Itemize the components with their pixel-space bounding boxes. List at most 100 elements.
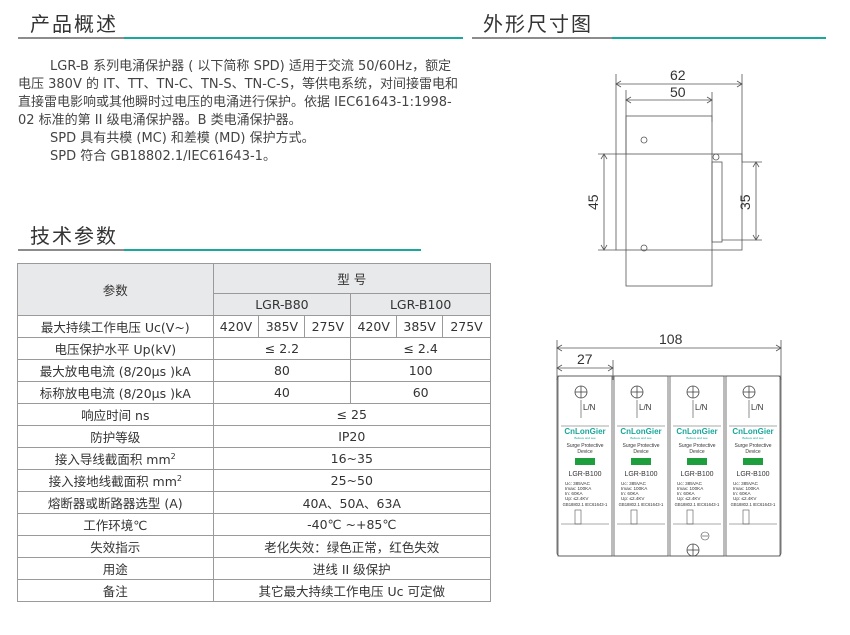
wire-label: 接入导线截面积 mm2: [17, 447, 214, 470]
in-value-a: 40: [212, 381, 352, 404]
dimension-title: 外形尺寸图: [483, 12, 593, 36]
terminal-label: L/N: [583, 403, 596, 412]
module-spec: Up: ≤2.4KV: [733, 496, 757, 501]
ground-label: 接入接地线截面积 mm2: [17, 469, 214, 492]
wire-label-sup: 2: [170, 451, 176, 461]
module-spec: In: 60KA: [677, 491, 696, 496]
fail-label: 失效指示: [17, 535, 214, 558]
product-type-line: Device: [633, 449, 649, 455]
overview-title-rule: [18, 37, 463, 39]
note-value: 其它最大持续工作电压 Uc 可定做: [212, 579, 492, 602]
table-row: 响应时间 ns ≤ 25: [17, 403, 492, 426]
model-b-header: LGR-B100: [350, 293, 491, 316]
module-spec: Imax: 100KA: [565, 486, 592, 491]
table-row: 最大持续工作电压 Uc(V~) 420V 385V 275V 420V 385V…: [17, 315, 491, 338]
up-value-a: ≤ 2.2: [212, 337, 352, 360]
rail-clip: [686, 509, 694, 525]
module-spec: Up: ≤2.4KV: [621, 496, 645, 501]
product-type-line: Surge Protective: [567, 443, 604, 449]
uc-value: 385V: [258, 315, 306, 338]
tech-title: 技术参数: [30, 224, 118, 248]
brand-tagline: Believe and see: [630, 436, 652, 440]
wire-value: 16~35: [212, 447, 492, 470]
module-model: LGR-B100: [624, 471, 657, 478]
terminal-label: L/N: [751, 403, 764, 412]
response-label: 响应时间 ns: [17, 403, 214, 426]
module-spec: Up: ≤2.4KV: [565, 496, 589, 501]
module-spec: In: 60KA: [565, 491, 584, 496]
brand-tagline: Believe and see: [686, 436, 708, 440]
up-value-b: ≤ 2.4: [350, 337, 491, 360]
ground-symbol-icon: [700, 531, 710, 541]
table-row: 最大放电电流 (8/20μs )kA 80 100: [17, 359, 491, 382]
rail-clip: [574, 509, 582, 525]
module-spec: Uc: 385VAC: [733, 481, 759, 486]
side-profile-drawing: 62 50 45 35: [586, 67, 762, 287]
uc-value: 385V: [396, 315, 444, 338]
dim-35-label: 35: [737, 194, 753, 210]
env-label: 工作环境℃: [17, 513, 214, 536]
table-row: 接入接地线截面积 mm2 25~50: [17, 469, 492, 492]
module-model: LGR-B100: [736, 471, 769, 478]
module-spec: Up: ≤2.4KV: [677, 496, 701, 501]
dim-108-label: 108: [659, 331, 683, 347]
terminal-label: L/N: [639, 403, 652, 412]
up-label: 电压保护水平 Up(kV): [17, 337, 214, 360]
spec-table: 参数 型 号 LGR-B80 LGR-B100 最大持续工作电压 Uc(V~) …: [17, 263, 492, 602]
spd-module: [613, 375, 669, 557]
dim-50-label: 50: [670, 84, 686, 100]
module-model: LGR-B100: [568, 471, 601, 478]
ground-value: 25~50: [212, 469, 492, 492]
product-type-line: Surge Protective: [735, 443, 772, 449]
module-spec: Imax: 100KA: [677, 486, 704, 491]
table-row: 备注 其它最大持续工作电压 Uc 可定做: [17, 579, 492, 602]
param-header: 参数: [17, 263, 214, 316]
table-row: 标称放电电流 (8/20μs )kA 40 60: [17, 381, 491, 404]
imax-value-b: 100: [350, 359, 491, 382]
dim-45-label: 45: [586, 194, 601, 210]
model-header: 型 号: [212, 263, 492, 294]
overview-paragraph-3: SPD 符合 GB18802.1/IEC61643-1。: [50, 149, 276, 164]
ip-value: IP20: [212, 425, 492, 448]
spd-module: [725, 375, 781, 557]
module-spec: Uc: 385VAC: [565, 481, 591, 486]
uc-value: 420V: [350, 315, 398, 338]
ip-label: 防护等级: [17, 425, 214, 448]
module-model: LGR-B100: [680, 471, 713, 478]
fuse-label: 熔断器或断路器选型 (A): [17, 491, 214, 514]
table-row: 失效指示 老化失效：绿色正常，红色失效: [17, 535, 492, 558]
brand-tagline: Believe and see: [742, 436, 764, 440]
overview-paragraph-2: SPD 具有共模 (MC) 和差模 (MD) 保护方式。: [50, 131, 315, 146]
product-type-line: Device: [577, 449, 593, 455]
fuse-value: 40A、50A、63A: [212, 491, 492, 514]
module-spec: In: 60KA: [621, 491, 640, 496]
table-row: 防护等级 IP20: [17, 425, 492, 448]
in-label: 标称放电电流 (8/20μs )kA: [17, 381, 214, 404]
response-value: ≤ 25: [212, 403, 492, 426]
imax-label: 最大放电电流 (8/20μs )kA: [17, 359, 214, 382]
module-standard: GB18802.1 IEC61643-1: [731, 502, 776, 507]
dimension-title-rule: [472, 37, 826, 39]
status-indicator: [687, 458, 707, 465]
uc-value: 275V: [304, 315, 352, 338]
rail-clip: [742, 509, 750, 525]
overview-paragraph-1: LGR-B 系列电涌保护器 ( 以下简称 SPD) 适用于交流 50/60Hz，…: [18, 59, 458, 128]
spd-module: [557, 375, 613, 557]
overview-title: 产品概述: [30, 12, 118, 36]
rail-clip: [630, 509, 638, 525]
wire-label-text: 接入导线截面积 mm: [54, 452, 171, 467]
module-standard: GB18802.1 IEC61643-1: [563, 502, 608, 507]
brand-logo: CnLonGier: [676, 427, 717, 436]
module-standard: GB18802.1 IEC61643-1: [619, 502, 664, 507]
module-spec: Imax: 100KA: [621, 486, 648, 491]
product-type-line: Device: [689, 449, 705, 455]
fail-value: 老化失效：绿色正常，红色失效: [212, 535, 492, 558]
dim-62-label: 62: [670, 67, 686, 83]
ground-label-text: 接入接地线截面积 mm: [48, 474, 177, 489]
ground-label-sup: 2: [176, 473, 182, 483]
module-spec: Imax: 100KA: [733, 486, 760, 491]
table-row: 用途 进线 II 级保护: [17, 557, 492, 580]
table-row: 熔断器或断路器选型 (A) 40A、50A、63A: [17, 491, 492, 514]
spd-module: [669, 375, 725, 557]
tech-title-rule: [18, 249, 421, 251]
